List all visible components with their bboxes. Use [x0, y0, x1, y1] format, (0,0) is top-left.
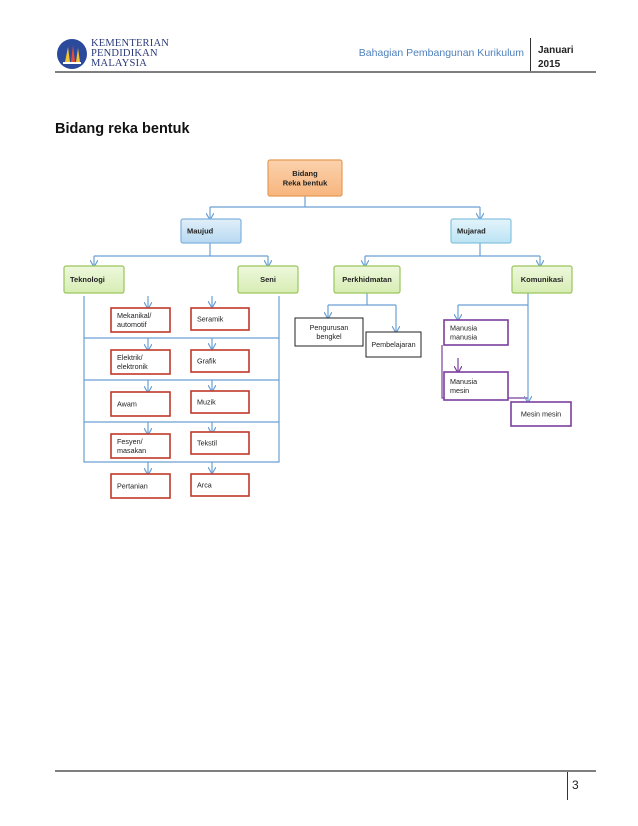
komunikasi-box-label: Komunikasi [521, 275, 564, 284]
komunikasi-item-1-label: Manusia [450, 323, 477, 332]
teknologi-box-label: Teknologi [70, 275, 105, 284]
footer-divider [567, 772, 568, 800]
logo-line-2: PENDIDIKAN [91, 48, 158, 59]
footer-rule [55, 770, 596, 772]
seni-item-5: Arca [190, 473, 250, 497]
teknologi-item-5: Pertanian [110, 473, 171, 499]
header-month: Januari [538, 45, 574, 56]
seni-box-label: Seni [260, 275, 276, 284]
seni-item-4: Tekstil [190, 431, 250, 455]
teknologi-item-1: Mekanikal/automotif [110, 307, 171, 333]
komunikasi-item-3: Mesin mesin [510, 401, 572, 427]
perkhidmatan-box: Perkhidmatan [333, 265, 401, 294]
maujud-box: Maujud [180, 218, 242, 244]
seni-item-2-label: Grafik [197, 357, 217, 366]
perkhidmatan-box-label: Perkhidmatan [342, 275, 392, 284]
komunikasi-box: Komunikasi [511, 265, 573, 294]
komunikasi-item-1-label: manusia [450, 333, 477, 342]
maujud-box-label: Maujud [187, 227, 214, 236]
teknologi-item-4: Fesyen/masakan [110, 433, 171, 459]
header-divider [530, 38, 531, 72]
perkhidmatan-item-2: Pembelajaran [365, 331, 422, 358]
seni-item-1: Seramik [190, 307, 250, 331]
ministry-logo: KEMENTERIAN PENDIDIKAN MALAYSIA [56, 38, 206, 72]
seni-item-1-label: Seramik [197, 315, 224, 324]
mujarad-box-label: Mujarad [457, 227, 486, 236]
teknologi-item-3-label: Awam [117, 400, 137, 409]
ladder-frame [83, 296, 280, 463]
root-box-label: Reka bentuk [283, 178, 328, 187]
teknologi-item-2-label: Elektrik/ [117, 353, 143, 362]
header-department: Bahagian Pembangunan Kurikulum [358, 47, 524, 59]
seni-item-3: Muzik [190, 390, 250, 414]
seni-box: Seni [237, 265, 299, 294]
header-rule [55, 71, 596, 73]
logo-text: KEMENTERIAN PENDIDIKAN MALAYSIA [91, 38, 170, 69]
teknologi-item-2-label: elektronik [117, 362, 148, 371]
perkhidmatan-item-1-label: Pengurusan [310, 323, 349, 332]
ministry-emblem-icon [57, 39, 87, 69]
seni-item-3-label: Muzik [197, 398, 216, 407]
teknologi-item-2: Elektrik/elektronik [110, 349, 171, 375]
perkhidmatan-item-2-label: Pembelajaran [371, 340, 415, 349]
komunikasi-item-3-label: Mesin mesin [521, 410, 561, 419]
komunikasi-item-2-label: Manusia [450, 377, 477, 386]
perkhidmatan-item-1-label: bengkel [316, 332, 342, 341]
logo-line-1: KEMENTERIAN [91, 38, 170, 49]
section-title: Bidang reka bentuk [55, 121, 190, 137]
mujarad-box: Mujarad [450, 218, 512, 244]
teknologi-item-5-label: Pertanian [117, 482, 148, 491]
seni-item-2: Grafik [190, 349, 250, 373]
logo-line-3: MALAYSIA [91, 58, 148, 69]
teknologi-item-4-label: Fesyen/ [117, 437, 143, 446]
teknologi-item-1-label: automotif [117, 320, 147, 329]
teknologi-item-3: Awam [110, 391, 171, 417]
seni-item-5-label: Arca [197, 481, 212, 490]
header-date: Januari 2015 [538, 44, 574, 72]
komunikasi-item-2-label: mesin [450, 386, 469, 395]
teknologi-item-1-label: Mekanikal/ [117, 311, 151, 320]
header-year: 2015 [538, 59, 561, 70]
teknologi-item-4-label: masakan [117, 446, 146, 455]
root-box-label: Bidang [292, 169, 318, 178]
seni-item-4-label: Tekstil [197, 439, 217, 448]
page-number: 3 [572, 778, 579, 792]
teknologi-box: Teknologi [63, 265, 125, 294]
